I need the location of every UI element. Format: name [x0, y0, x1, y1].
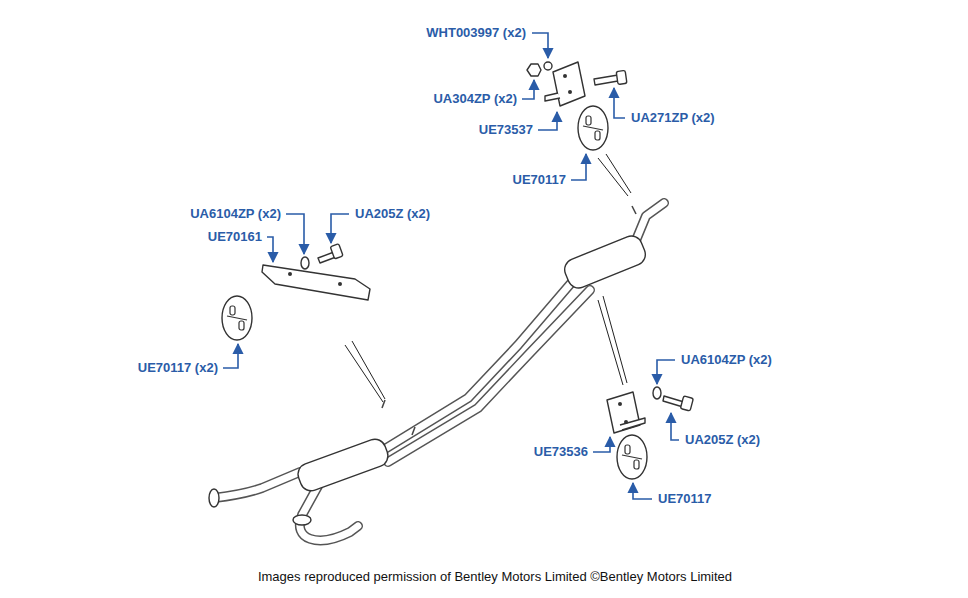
part-number: UE70117 [657, 491, 713, 507]
part-number: UA6104ZP (x2) [189, 206, 282, 222]
part-number: UA205Z (x2) [684, 432, 761, 448]
part-number: WHT003997 (x2) [425, 25, 527, 41]
callout-arrows [223, 33, 679, 499]
part-number: UE73537 [478, 122, 534, 138]
part-number: UA304ZP (x2) [432, 91, 518, 107]
part-number: UE73536 [533, 444, 589, 460]
part-number: UE70117 [512, 172, 568, 188]
leader-lines [345, 154, 631, 402]
part-number: UE70117 (x2) [137, 360, 219, 376]
part-number: UA205Z (x2) [354, 206, 431, 222]
part-number: UA6104ZP (x2) [680, 352, 773, 368]
part-number: UA271ZP (x2) [630, 110, 716, 126]
part-number: UE70161 [207, 229, 263, 245]
right-mount-parts [607, 387, 693, 433]
left-mount-parts [262, 244, 370, 300]
top-mount-parts [527, 62, 627, 106]
rubber-mounts [222, 106, 647, 479]
exhaust-pipes [209, 203, 664, 540]
caption: Images reproduced permission of Bentley … [258, 569, 732, 585]
